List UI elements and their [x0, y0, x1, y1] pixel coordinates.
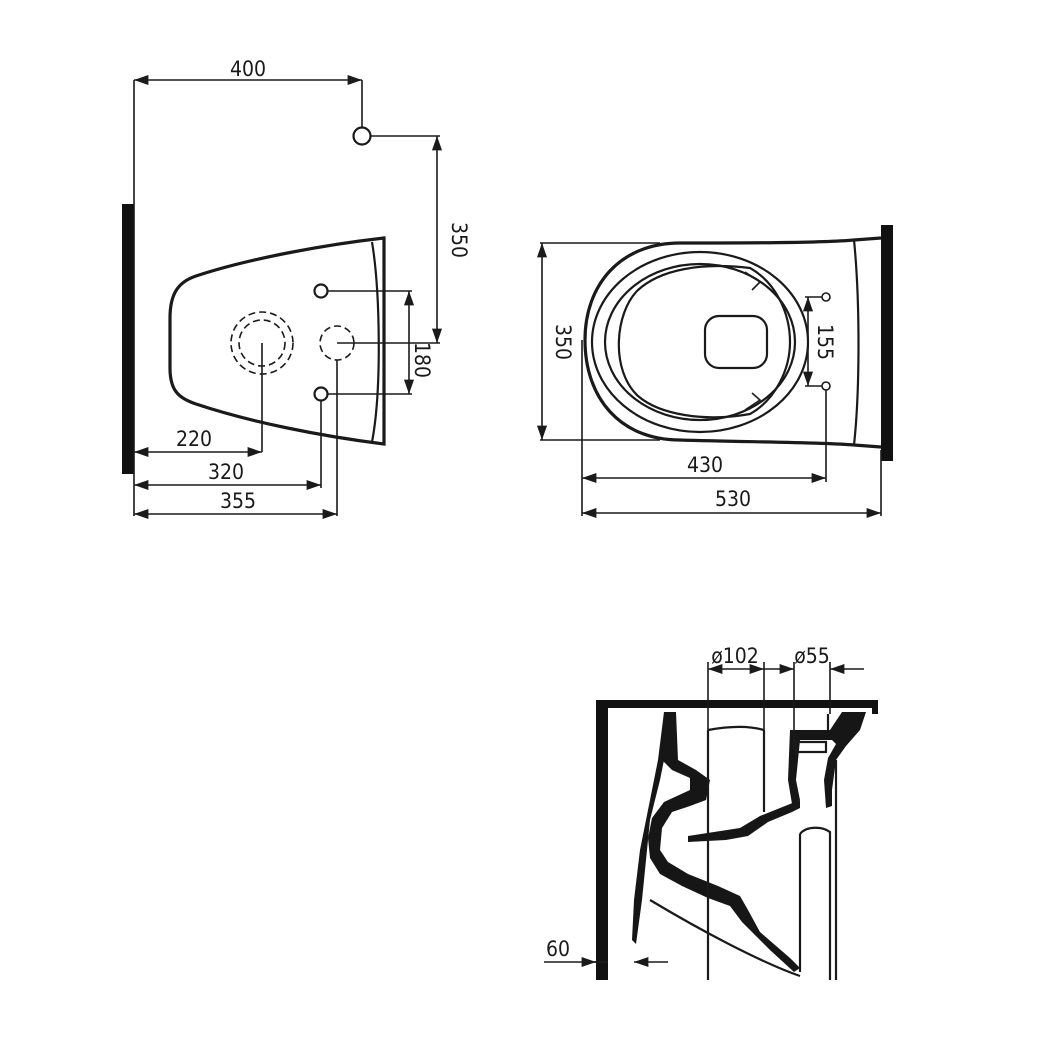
body-section-front	[632, 712, 668, 944]
dim-label-60: 60	[546, 937, 570, 961]
rim-section	[788, 712, 866, 808]
wall-section	[596, 700, 608, 980]
bolt-hole-top-upper	[821, 292, 831, 302]
bolt-hole-top-lower	[821, 381, 831, 391]
front-view: 400 350 180 220 320 355	[122, 57, 471, 520]
top-plate-section	[596, 700, 878, 708]
dim-label-350-front: 350	[447, 222, 471, 258]
dim-label-350-top: 350	[551, 324, 575, 360]
rim-outer	[590, 250, 810, 434]
section-view: ø102 ø55 60	[544, 644, 878, 980]
water-spot	[703, 314, 769, 370]
dim-label-102: ø102	[711, 644, 759, 668]
wall-front	[122, 204, 134, 474]
dim-label-400: 400	[230, 57, 266, 81]
dim-label-530: 530	[715, 487, 751, 511]
bowl-interior-section	[649, 899, 801, 978]
dim-label-355: 355	[220, 489, 256, 513]
dim-label-320: 320	[208, 460, 244, 484]
dim-label-55: ø55	[794, 644, 830, 668]
bowl-outline-top	[583, 236, 882, 449]
dim-label-430: 430	[687, 453, 723, 477]
bowl-opening	[617, 265, 792, 419]
bolt-hole-upper	[313, 283, 329, 299]
dim-label-155: 155	[813, 324, 837, 360]
water-inlet-circle	[352, 126, 372, 146]
dim-label-220: 220	[176, 427, 212, 451]
top-view: 350 155 430 530	[536, 225, 893, 519]
wall-top-view	[881, 225, 893, 461]
bolt-hole-lower	[313, 386, 329, 402]
rim-inner	[603, 262, 797, 422]
trap-section	[688, 800, 800, 842]
bowl-inner-edge	[370, 241, 380, 443]
dim-label-180: 180	[410, 342, 434, 378]
body-section-outer	[648, 712, 800, 972]
bowl-outline-front	[168, 236, 386, 446]
